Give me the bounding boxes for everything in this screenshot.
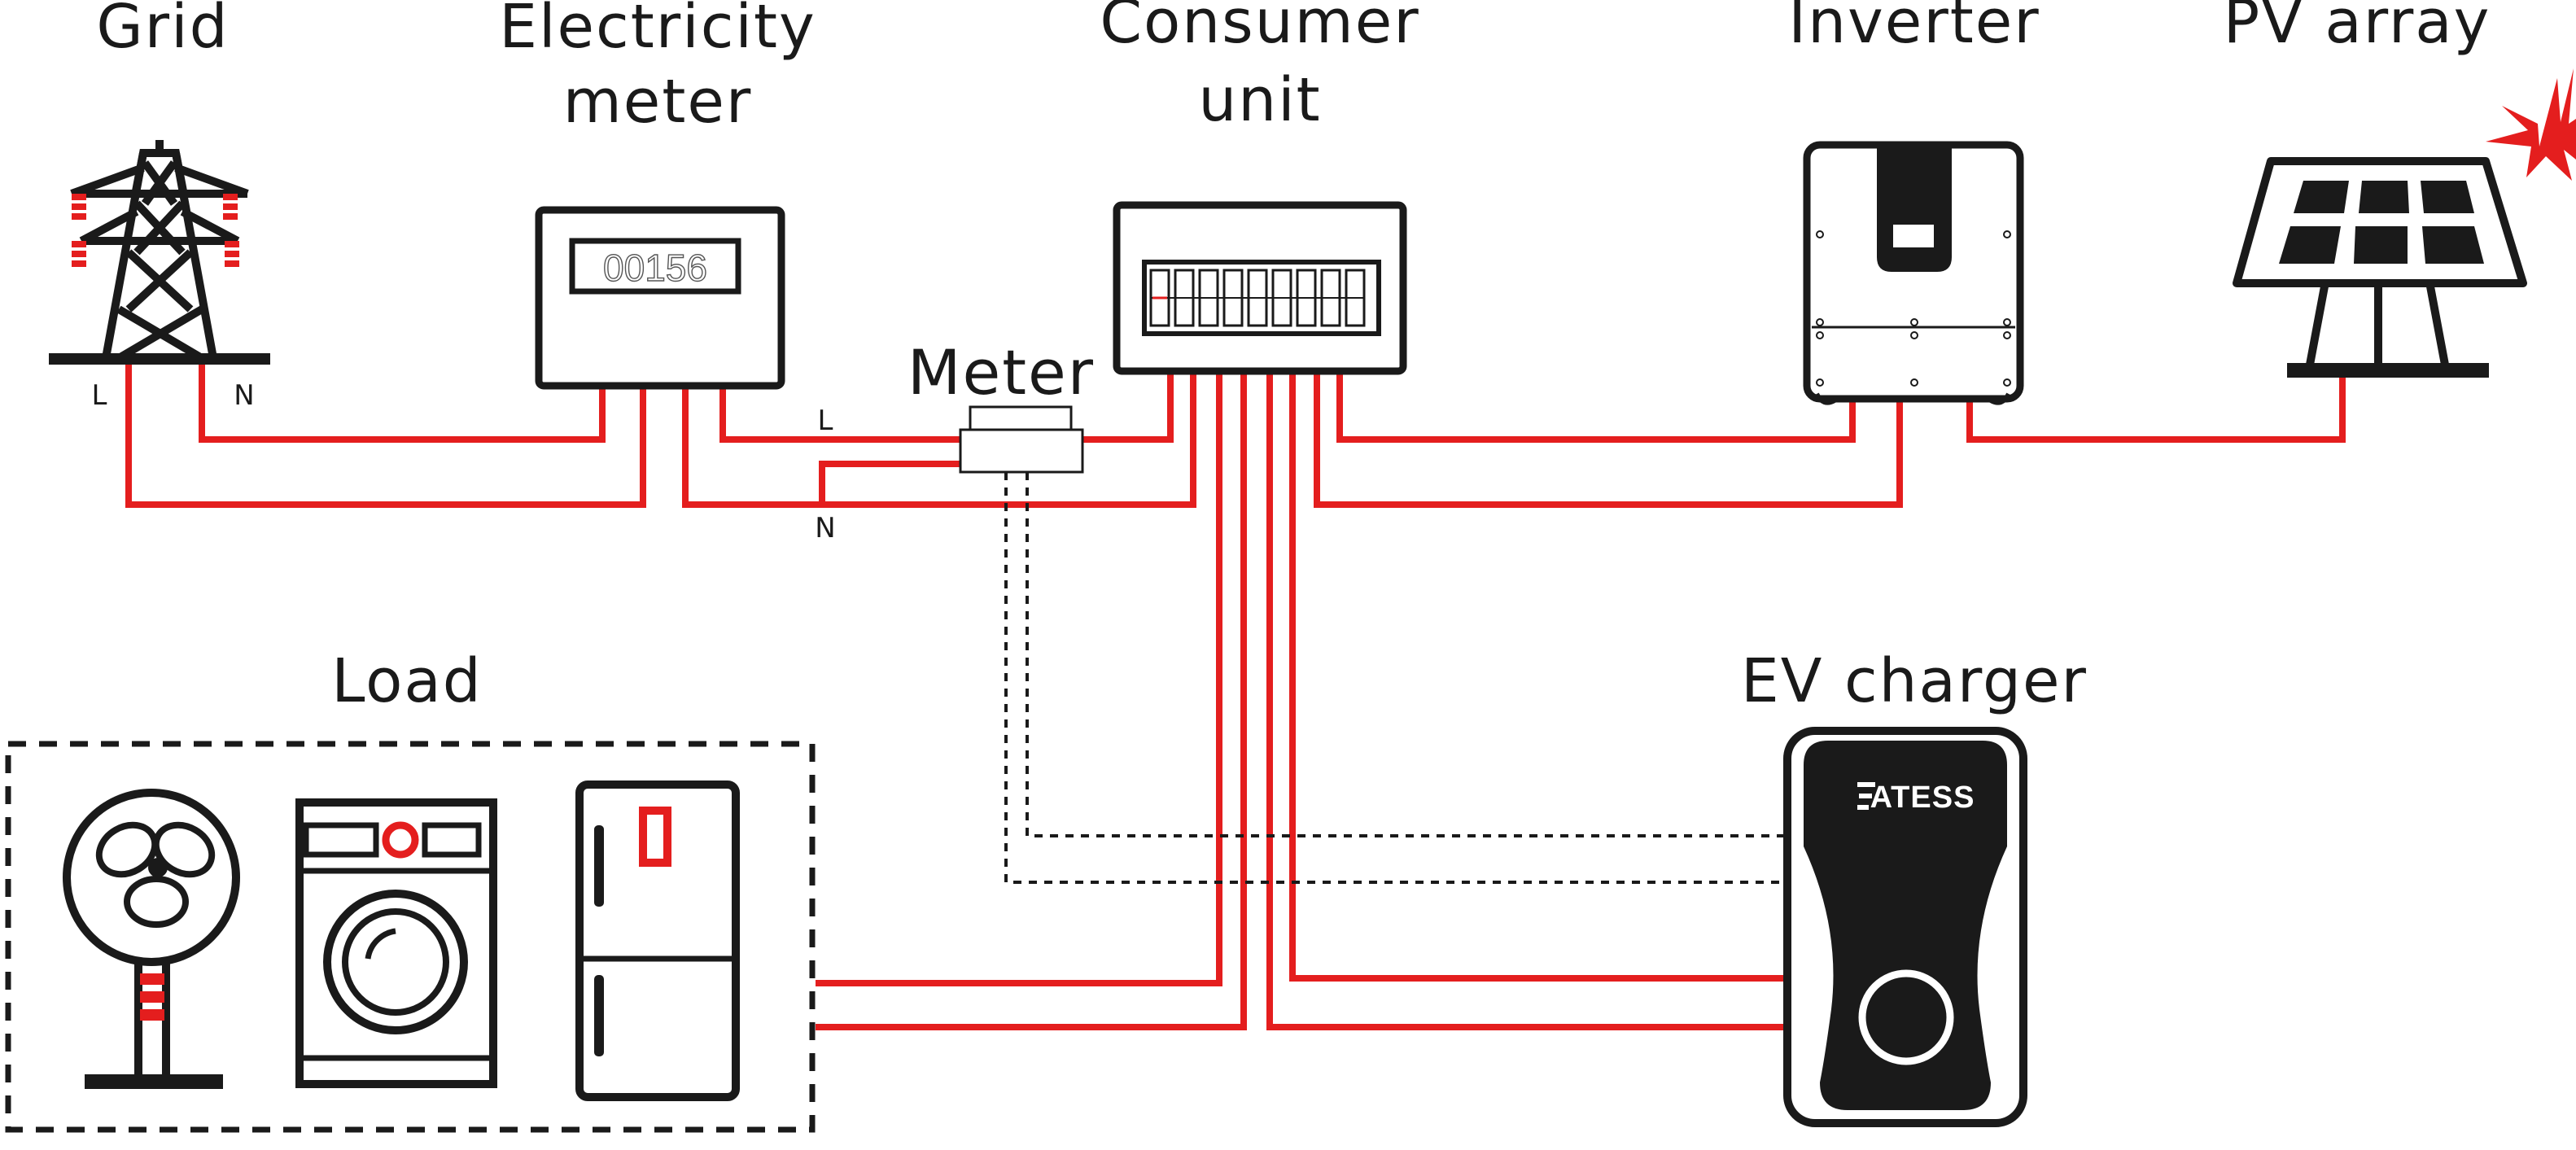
grid-line-terminal-label: L — [92, 379, 107, 412]
consumer-unit-icon — [1113, 201, 1407, 375]
comm-line-2 — [1004, 472, 1787, 884]
ct-meter-icon — [959, 405, 1084, 474]
ct-meter-label: Meter — [908, 336, 1095, 409]
wire-grid-line — [125, 358, 646, 508]
pv-array-title: PV array — [2224, 0, 2491, 57]
electricity-meter-title-line1: Electricity — [499, 0, 816, 62]
inverter-title: Inverter — [1788, 0, 2040, 57]
inverter-icon — [1803, 141, 2024, 405]
ev-charger-icon: ATESS — [1783, 727, 2027, 1127]
consumer-unit-title-line1: Consumer — [1100, 0, 1419, 57]
fan-icon — [63, 789, 240, 1089]
grid-neutral-terminal-label: N — [234, 379, 254, 412]
communication-lines — [1004, 472, 1787, 884]
load-group-box — [5, 741, 816, 1133]
wire-cu-load-a — [816, 339, 1222, 986]
load-title: Load — [331, 646, 483, 716]
washing-machine-icon — [295, 798, 497, 1088]
wire-meter-neutral-out — [682, 339, 1196, 508]
meter-line-terminal-label: L — [818, 404, 833, 437]
electricity-meter-title-line2: meter — [563, 67, 753, 137]
wire-cu-ev-b — [1266, 339, 1787, 1030]
electricity-meter-icon: 00156 — [535, 206, 785, 390]
wire-cu-inverter-neutral — [1314, 339, 1903, 508]
wire-cu-inverter-line — [1336, 339, 1856, 443]
power-wires — [125, 339, 2346, 1030]
comm-line-1 — [1026, 472, 1787, 837]
sun-icon — [2486, 68, 2576, 181]
refrigerator-icon — [575, 781, 740, 1101]
ev-charger-title: EV charger — [1741, 646, 2088, 716]
grid-title: Grid — [96, 0, 229, 62]
ev-charger-brand-logo: ATESS — [1870, 781, 1975, 815]
consumer-unit-title-line2: unit — [1198, 65, 1321, 135]
wire-cu-ev-a — [1289, 339, 1787, 982]
wire-inverter-pv — [1966, 376, 2346, 443]
wire-neutral-ct-tap — [819, 461, 962, 505]
meter-reading-display: 00156 — [603, 247, 707, 289]
grid-pylon-icon — [49, 140, 270, 365]
pv-array-icon — [2233, 68, 2576, 378]
wire-cu-load-b — [816, 339, 1247, 1030]
wire-grid-neutral — [199, 358, 606, 443]
meter-neutral-terminal-label: N — [815, 512, 835, 544]
